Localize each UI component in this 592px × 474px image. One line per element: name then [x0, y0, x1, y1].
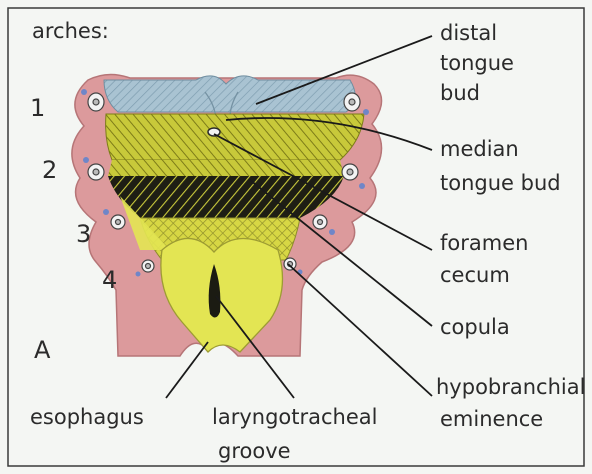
median-region-lower — [108, 160, 344, 176]
arch-number-4: 4 — [102, 266, 117, 294]
label-distal: distal — [440, 21, 497, 45]
label-median: median — [440, 137, 519, 161]
label-laryngotracheal: laryngotracheal — [212, 405, 377, 429]
label-tongue-bud: tongue bud — [440, 171, 561, 195]
arch-number-1: 1 — [30, 94, 45, 122]
label-tongue: tongue — [440, 51, 514, 75]
label-groove: groove — [218, 439, 291, 463]
label-foramen: foramen — [440, 231, 528, 255]
panel-letter: A — [34, 336, 51, 364]
median-region — [106, 114, 364, 160]
label-cecum: cecum — [440, 263, 510, 287]
dark-band — [108, 176, 344, 218]
distal-tongue-bud — [104, 76, 355, 112]
leader-hypobranchial-eminence — [288, 264, 432, 396]
label-esophagus: esophagus — [30, 405, 144, 429]
arch-number-2: 2 — [42, 156, 57, 184]
arch-number-3: 3 — [76, 220, 91, 248]
label-bud: bud — [440, 81, 480, 105]
label-copula: copula — [440, 315, 510, 339]
label-hypobranchial: hypobranchial — [436, 375, 585, 399]
heading: arches: — [32, 19, 109, 43]
label-eminence: eminence — [440, 407, 543, 431]
